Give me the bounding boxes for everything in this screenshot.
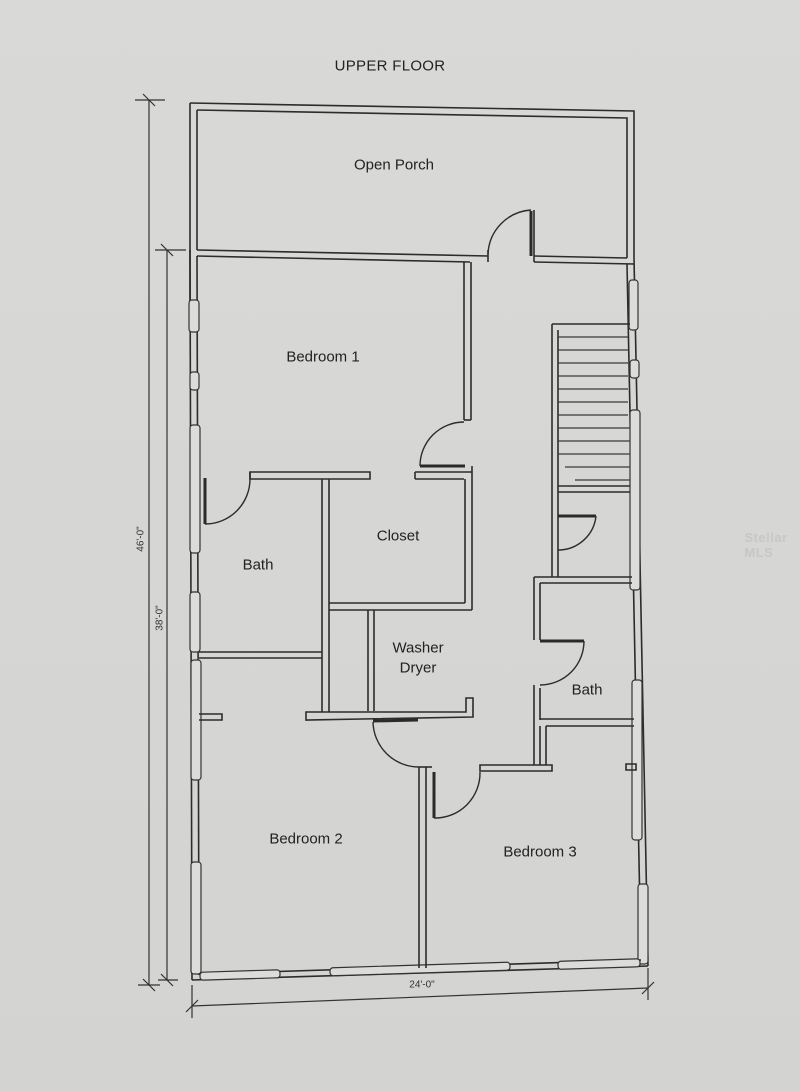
dimension-width: 24'-0" bbox=[409, 979, 435, 991]
porch-walls bbox=[189, 102, 635, 330]
closet-walls bbox=[329, 602, 472, 711]
room-label-open-porch: Open Porch bbox=[353, 156, 435, 174]
stairs bbox=[551, 323, 630, 577]
laundry-walls bbox=[305, 697, 474, 768]
room-label-dryer: Dryer bbox=[399, 659, 437, 677]
bottom-exterior-wall bbox=[191, 958, 649, 981]
left-bath-walls bbox=[199, 472, 330, 721]
room-label-bath-right: Bath bbox=[571, 681, 603, 699]
bedroom-1-walls bbox=[249, 262, 473, 610]
room-label-bedroom-2: Bedroom 2 bbox=[269, 830, 343, 848]
room-label-washer: Washer bbox=[392, 639, 444, 657]
watermark: Stellar MLS bbox=[744, 530, 788, 560]
right-exterior-wall bbox=[626, 257, 649, 967]
dimension-interior-depth: 38'-0" bbox=[154, 605, 166, 631]
room-label-bedroom-3: Bedroom 3 bbox=[503, 843, 577, 861]
bedroom-2-3-walls bbox=[418, 726, 553, 968]
left-exterior-wall bbox=[188, 249, 202, 981]
right-bath-walls bbox=[533, 576, 637, 771]
dimension-overall-depth: 46'-0" bbox=[135, 526, 147, 552]
plan-title: UPPER FLOOR bbox=[334, 57, 446, 75]
room-label-bath-left: Bath bbox=[242, 556, 274, 574]
dimension-lines bbox=[135, 93, 655, 1018]
room-label-closet: Closet bbox=[376, 527, 420, 545]
room-label-bedroom-1: Bedroom 1 bbox=[286, 348, 360, 366]
